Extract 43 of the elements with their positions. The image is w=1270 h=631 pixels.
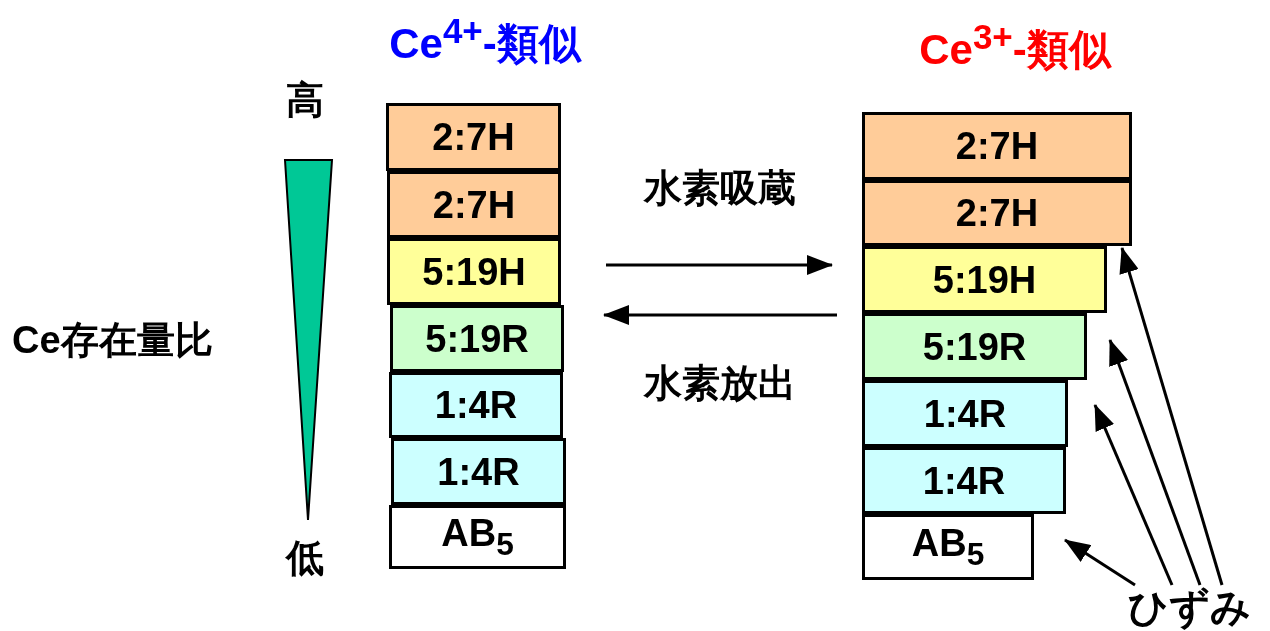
- layer-label: AB$_{5}$: [441, 513, 514, 561]
- scale-label: 高: [285, 80, 325, 122]
- layer-box: [390, 305, 564, 372]
- layer-box: [386, 103, 561, 171]
- layer-label: 5:19R: [922, 327, 1027, 366]
- layer-box: [387, 238, 561, 305]
- arrow: [606, 255, 833, 275]
- edge-label: 水素吸蔵: [642, 168, 797, 210]
- heading: Ce$^{3+}$-類似: [918, 18, 1113, 74]
- strain-label: ひずみ: [1128, 585, 1251, 629]
- heading: Ce$^{4+}$-類似: [388, 12, 583, 68]
- layer-label: 5:19H: [422, 252, 526, 291]
- layer-box: [862, 180, 1132, 246]
- edge-label: 水素放出: [642, 363, 797, 405]
- layer-box: [862, 514, 1034, 580]
- layer-label: 1:4R: [437, 452, 520, 491]
- layer-box: [862, 380, 1068, 447]
- layer-box: [391, 438, 566, 505]
- leader-arrow: [1119, 247, 1224, 586]
- arrow: [603, 305, 837, 325]
- layer-box: [387, 171, 561, 238]
- layer-label: 1:4R: [434, 386, 518, 424]
- layer-label: 5:19R: [425, 319, 529, 358]
- layer-label: 2:7H: [955, 194, 1039, 232]
- layer-label: 1:4R: [922, 461, 1006, 500]
- layer-label: AB$_{5}$: [911, 523, 985, 571]
- layer-label: 2:7H: [432, 118, 515, 156]
- scale-label: 低: [284, 538, 325, 580]
- gradient-wedge: [283, 159, 334, 521]
- leader-arrow: [1093, 404, 1174, 586]
- layer-box: [862, 246, 1107, 313]
- layer-label: 1:4R: [923, 394, 1007, 433]
- layer-box: [389, 505, 566, 569]
- layer-box: [862, 447, 1066, 514]
- leader-arrow: [1108, 339, 1202, 586]
- layer-label: 2:7H: [955, 127, 1039, 165]
- layer-label: 5:19H: [932, 260, 1037, 299]
- layer-box: [862, 112, 1132, 180]
- layer-box: [389, 372, 563, 438]
- leader-arrow: [1064, 538, 1136, 587]
- layer-label: 2:7H: [432, 185, 516, 224]
- layer-box: [862, 313, 1087, 380]
- axis-label: Ce存在量比: [12, 320, 213, 362]
